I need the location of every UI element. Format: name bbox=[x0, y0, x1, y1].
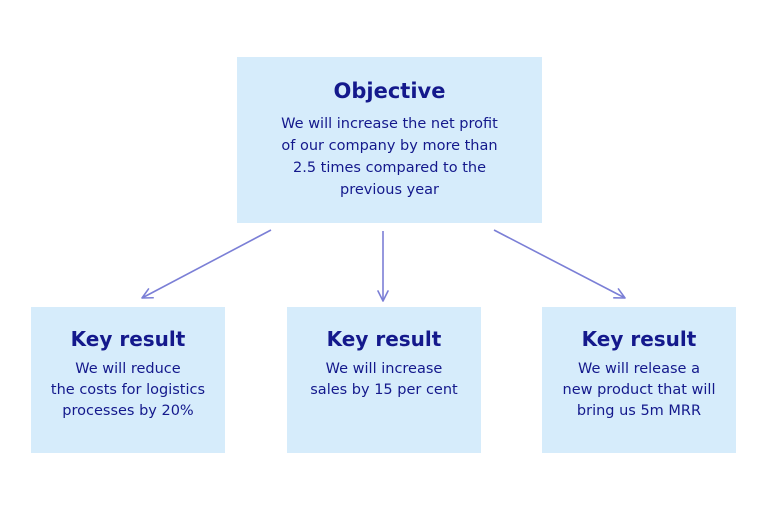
key-result-text: We will release a new product that will … bbox=[562, 361, 716, 419]
key-result-box-3: Key result We will release a new product… bbox=[542, 307, 736, 453]
objective-title: Objective bbox=[333, 79, 446, 103]
arrow-to-key-result-1 bbox=[141, 229, 272, 299]
key-result-title: Key result bbox=[326, 327, 442, 351]
key-result-text: We will reduce the costs for logistics p… bbox=[50, 361, 206, 419]
objective-text: We will increase the net profit of our c… bbox=[281, 116, 498, 198]
key-result-title: Key result bbox=[581, 327, 697, 351]
key-result-box-1: Key result We will reduce the costs for … bbox=[31, 307, 225, 453]
arrow-to-key-result-3 bbox=[493, 229, 626, 299]
key-result-text: We will increase sales by 15 per cent bbox=[310, 361, 458, 398]
key-result-box-2: Key result We will increase sales by 15 … bbox=[287, 307, 481, 453]
key-result-title: Key result bbox=[70, 327, 186, 351]
objective-box: Objective We will increase the net profi… bbox=[237, 57, 542, 223]
